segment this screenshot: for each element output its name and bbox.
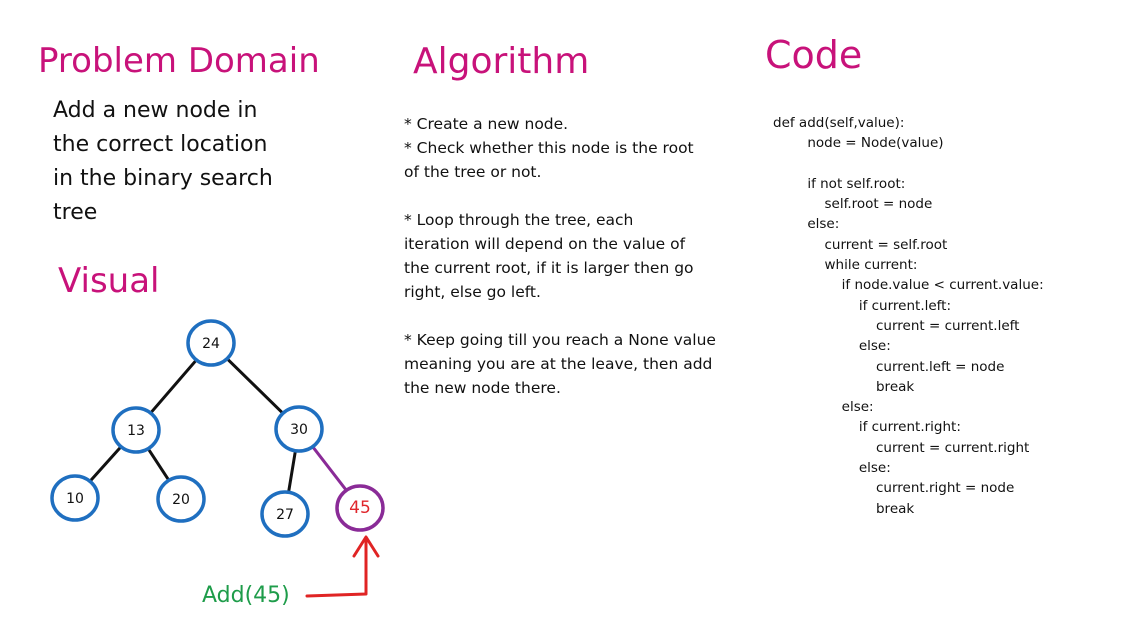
tree-node-label: 27 (276, 507, 294, 523)
tree-node-45: 45 (335, 484, 385, 532)
tree-node-label: 10 (66, 491, 84, 507)
problem-line: Add a new node in (53, 98, 258, 123)
tree-node-circle (260, 490, 310, 538)
tree-node-label: 24 (202, 336, 220, 352)
tree-node-circle (156, 475, 206, 523)
problem-domain-heading: Problem Domain (38, 41, 320, 81)
code-line: while current: (773, 257, 918, 274)
tree-node-10: 10 (50, 474, 100, 522)
tree-edge-13-20 (147, 447, 170, 482)
tree-edge-13-10 (88, 445, 123, 483)
algorithm-paragraph: * Create a new node. * Check whether thi… (404, 115, 694, 181)
tree-edge-30-45 (311, 445, 348, 492)
tree-node-label: 13 (127, 423, 145, 439)
code-line: current = current.right (773, 439, 1030, 456)
code-line: current = current.left (773, 317, 1020, 334)
add-arrow-head-icon (352, 535, 380, 558)
problem-line: in the binary search (53, 166, 273, 191)
add-arrow-line (305, 538, 368, 598)
visual-heading: Visual (58, 261, 160, 301)
tree-node-27: 27 (260, 490, 310, 538)
add-operation-label: Add(45) (202, 583, 290, 608)
tree-node-label: 45 (349, 498, 371, 518)
tree-node-30: 30 (274, 405, 324, 453)
tree-edge-24-13 (149, 358, 198, 415)
tree-node-circle (274, 405, 324, 453)
tree-node-label: 30 (290, 422, 308, 438)
code-line: break (773, 378, 915, 395)
algorithm-steps: * Create a new node. * Check whether thi… (404, 112, 754, 424)
code-line: if current.left: (773, 297, 952, 314)
algorithm-paragraph: * Keep going till you reach a None value… (404, 331, 716, 397)
code-line: else: (773, 216, 840, 233)
problem-line: the correct location (53, 132, 268, 157)
problem-line: tree (53, 200, 98, 225)
code-line: break (773, 500, 915, 517)
tree-node-circle (335, 484, 385, 532)
code-line: current.right = node (773, 480, 1015, 497)
tree-edge-24-30 (225, 357, 285, 415)
code-line: if node.value < current.value: (773, 277, 1044, 294)
tree-node-circle (50, 474, 100, 522)
problem-description: Add a new node in the correct location i… (53, 94, 323, 230)
tree-node-circle (186, 319, 236, 367)
tree-edge-30-27 (287, 450, 297, 493)
code-line: def add(self,value): (773, 115, 905, 131)
tree-node-24: 24 (186, 319, 236, 367)
code-line: else: (773, 399, 874, 416)
code-line: current.left = node (773, 358, 1005, 375)
tree-node-13: 13 (111, 406, 161, 454)
code-block: def add(self,value): node = Node(value) … (773, 113, 1044, 519)
code-line: else: (773, 338, 891, 355)
tree-node-20: 20 (156, 475, 206, 523)
code-line: node = Node(value) (773, 135, 944, 152)
code-line: if not self.root: (773, 175, 906, 192)
code-line: self.root = node (773, 196, 933, 213)
algorithm-paragraph: * Loop through the tree, each iteration … (404, 211, 694, 301)
code-heading: Code (765, 33, 863, 77)
tree-node-label: 20 (172, 492, 190, 508)
code-line: current = self.root (773, 236, 948, 253)
tree-node-circle (111, 406, 161, 454)
code-line: else: (773, 460, 891, 477)
code-line: if current.right: (773, 419, 961, 436)
algorithm-heading: Algorithm (413, 41, 590, 82)
